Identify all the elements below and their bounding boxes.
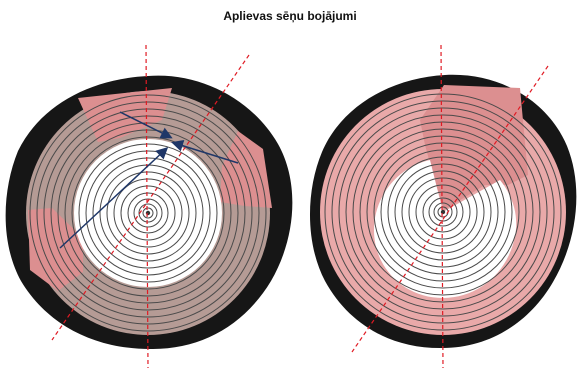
left-diagonal-axis [51, 54, 250, 341]
left-vertical-axis [145, 44, 149, 369]
left-arrows [59, 111, 239, 249]
arrow-from-top-patch [119, 111, 173, 139]
left-log [5, 44, 293, 369]
right-diagonal-axis [351, 65, 549, 353]
right-heartwood [374, 160, 517, 298]
right-pith-lines [351, 44, 549, 369]
arrow-from-left-patch [59, 146, 169, 249]
right-decay-wedge [420, 85, 528, 210]
decay-patch-right [220, 131, 272, 208]
left-pith-lines [51, 44, 250, 369]
right-vertical-axis [440, 44, 444, 369]
right-log [309, 44, 577, 369]
right-growth-rings [324, 93, 562, 331]
diagram-title: Aplievas sēņu bojājumi [223, 9, 357, 23]
left-growth-rings [29, 94, 267, 332]
arrow-from-right-patch [171, 139, 239, 164]
